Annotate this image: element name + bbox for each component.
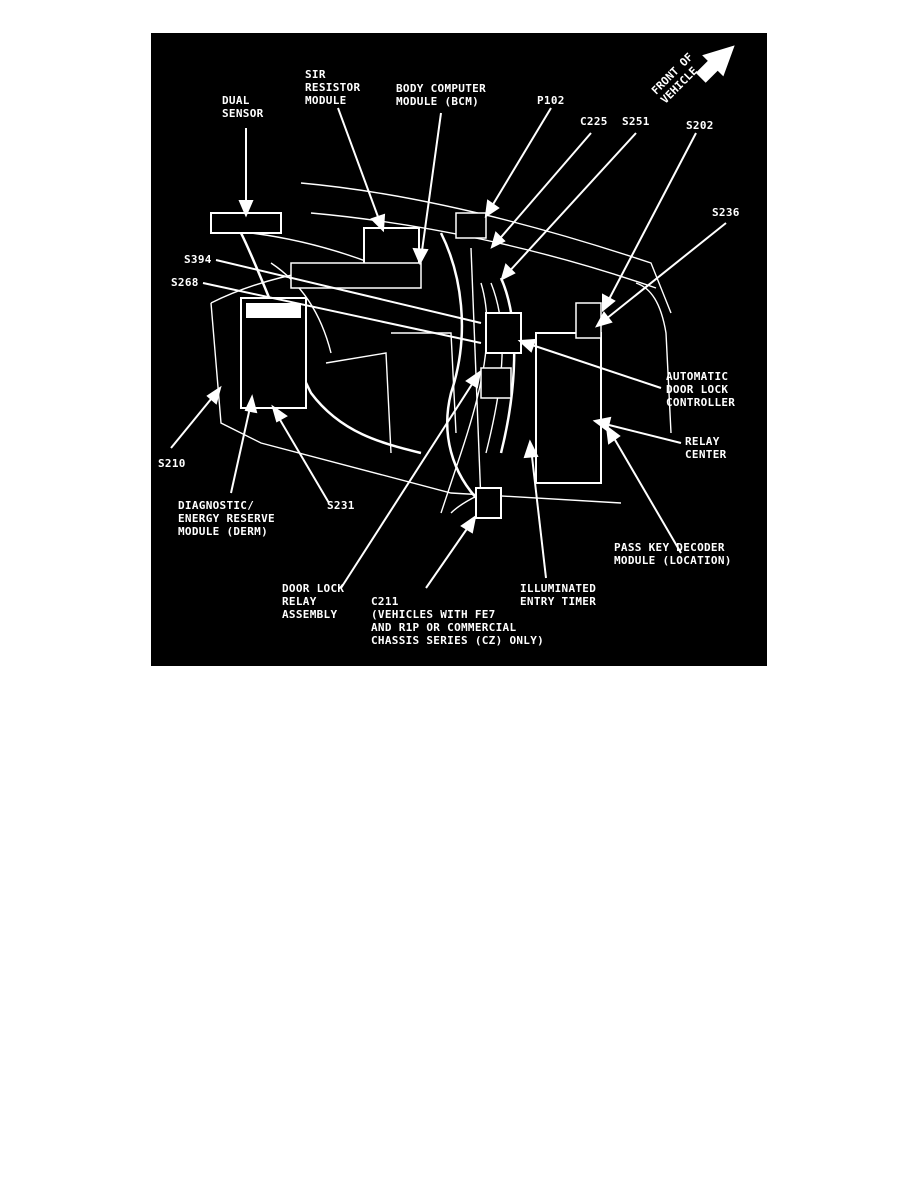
- label-s251: S251: [622, 115, 650, 128]
- door-lock-controller-shape: [575, 302, 602, 339]
- bcm-shape: [290, 262, 422, 289]
- label-illuminated-entry-timer: ILLUMINATED ENTRY TIMER: [520, 582, 597, 608]
- label-c225: C225: [580, 115, 608, 128]
- sir-resistor-module-shape: [363, 227, 420, 269]
- label-sir-resistor-module: SIR RESISTOR MODULE: [305, 68, 361, 107]
- derm-module-top: [246, 303, 301, 318]
- label-automatic-door-lock-controller: AUTOMATIC DOOR LOCK CONTROLLER: [666, 370, 736, 409]
- p102-connector-shape: [455, 212, 487, 239]
- label-s202: S202: [686, 119, 714, 132]
- label-s210: S210: [158, 457, 186, 470]
- label-s236: S236: [712, 206, 740, 219]
- label-pass-key-decoder-module: PASS KEY DECODER MODULE (LOCATION): [614, 541, 732, 567]
- label-p102: P102: [537, 94, 565, 107]
- label-c211: C211 (VEHICLES WITH FE7 AND R1P OR COMME…: [371, 595, 545, 647]
- dashboard-illustration: [170, 45, 735, 589]
- relay-center-shape: [535, 332, 602, 484]
- junction-block-shape: [485, 312, 522, 354]
- label-relay-center: RELAY CENTER: [685, 435, 727, 461]
- front-direction-arrow: [695, 45, 735, 83]
- c211-connector-shape: [475, 487, 502, 519]
- label-s394: S394: [184, 253, 212, 266]
- leader-lines: [170, 107, 727, 589]
- label-s268: S268: [171, 276, 199, 289]
- label-diagnostic-energy-reserve-module: DIAGNOSTIC/ ENERGY RESERVE MODULE (DERM): [178, 499, 275, 538]
- label-s231: S231: [327, 499, 355, 512]
- wire-harness: [239, 232, 516, 504]
- door-lock-relay-shape: [480, 367, 512, 399]
- component-location-figure: DUAL SENSOR SIR RESISTOR MODULE BODY COM…: [151, 33, 767, 666]
- label-door-lock-relay-assembly: DOOR LOCK RELAY ASSEMBLY: [282, 582, 345, 621]
- label-dual-sensor: DUAL SENSOR: [222, 94, 264, 120]
- label-body-computer-module: BODY COMPUTER MODULE (BCM): [396, 82, 486, 108]
